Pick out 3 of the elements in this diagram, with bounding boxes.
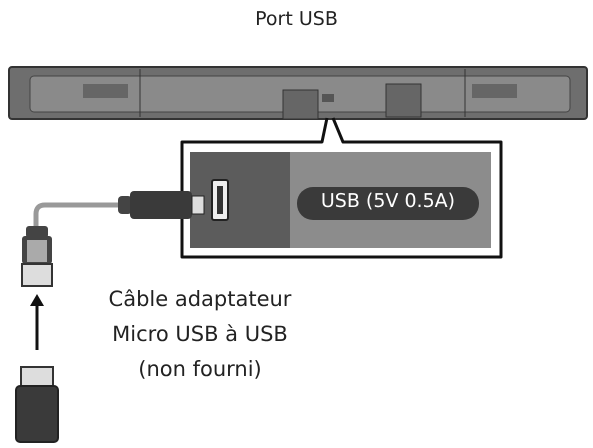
cable-caption: Câble adaptateur Micro USB à USB (non fourni) [108,286,292,383]
title: Port USB [254,8,339,30]
port-label: USB (5V 0.5A) [320,190,456,212]
